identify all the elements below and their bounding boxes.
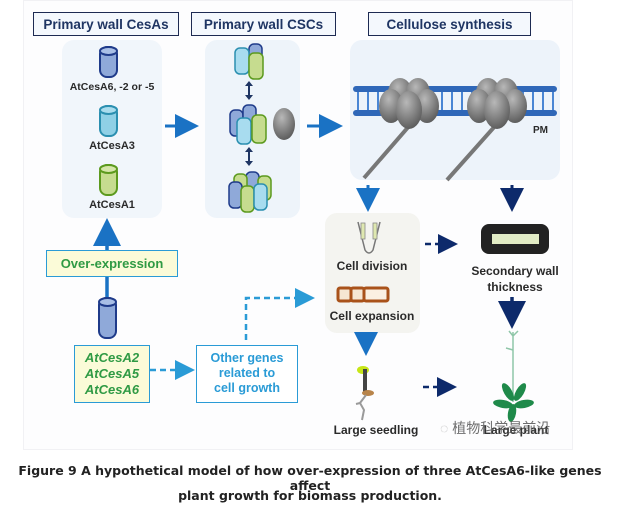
other-genes-line: Other genes (210, 351, 284, 365)
other-genes-line: related to (218, 366, 276, 380)
gene-label: AtCesA5 (84, 366, 140, 381)
cesa6-cylinder-icon (99, 46, 118, 78)
gene-cylinder-icon (98, 297, 117, 339)
csc-trimer-icon (234, 43, 264, 80)
gene-label: AtCesA6 (84, 382, 140, 397)
header-primary-wall-cesas: Primary wall CesAs (33, 12, 179, 36)
genes-box: AtCesA2 AtCesA5 AtCesA6 (74, 345, 150, 403)
watermark: ◌ 植物科学最前沿 (440, 418, 550, 438)
figure-caption-line-2: plant growth for biomass production. (178, 488, 442, 503)
cellulose-synthase-complex-icon (362, 78, 439, 180)
wechat-icon: ◌ (440, 420, 449, 436)
cesa1-label: AtCesA1 (89, 199, 135, 211)
seedling-icon (355, 366, 374, 421)
secondary-wall-icon (481, 224, 549, 254)
large-plant-label: Large plant (483, 423, 549, 437)
large-seedling-label: Large seedling (333, 423, 419, 437)
secondary-wall-label: Secondary wall thickness (465, 263, 565, 295)
pm-label: PM (533, 125, 548, 136)
other-genes-line: cell growth (214, 381, 280, 395)
cesa3-cylinder-icon (99, 105, 118, 137)
gene-label: AtCesA2 (84, 350, 140, 365)
header-cellulose-synthesis: Cellulose synthesis (368, 12, 531, 36)
other-genes-box: Other genes related to cell growth (196, 345, 298, 403)
header-primary-wall-cscs: Primary wall CSCs (191, 12, 336, 36)
figure-caption-line-1: Figure 9 A hypothetical model of how ove… (18, 463, 602, 493)
plant-icon (493, 330, 534, 422)
cellulose-synthase-complex-icon (445, 78, 527, 182)
cell-division-label: Cell division (336, 259, 408, 273)
cell-expansion-label: Cell expansion (329, 309, 415, 323)
csc-rosette-icon (228, 171, 272, 213)
secondary-wall-line: Secondary wall (471, 264, 559, 278)
cesa6-label: AtCesA6, -2 or -5 (69, 81, 155, 93)
cell-process-panel (325, 213, 420, 333)
cesa1-cylinder-icon (99, 164, 118, 196)
csc-hexamer-icon (229, 104, 295, 145)
overexpression-box: Over-expression (46, 250, 178, 277)
arrow-other-genes-to-cell-expansion (244, 288, 315, 340)
expanding-cells-icon (336, 286, 390, 303)
cesa3-label: AtCesA3 (89, 140, 135, 152)
watermark-text: 植物科学最前沿 (452, 420, 551, 436)
root-tip-icon (357, 221, 381, 254)
secondary-wall-line: thickness (487, 280, 543, 294)
